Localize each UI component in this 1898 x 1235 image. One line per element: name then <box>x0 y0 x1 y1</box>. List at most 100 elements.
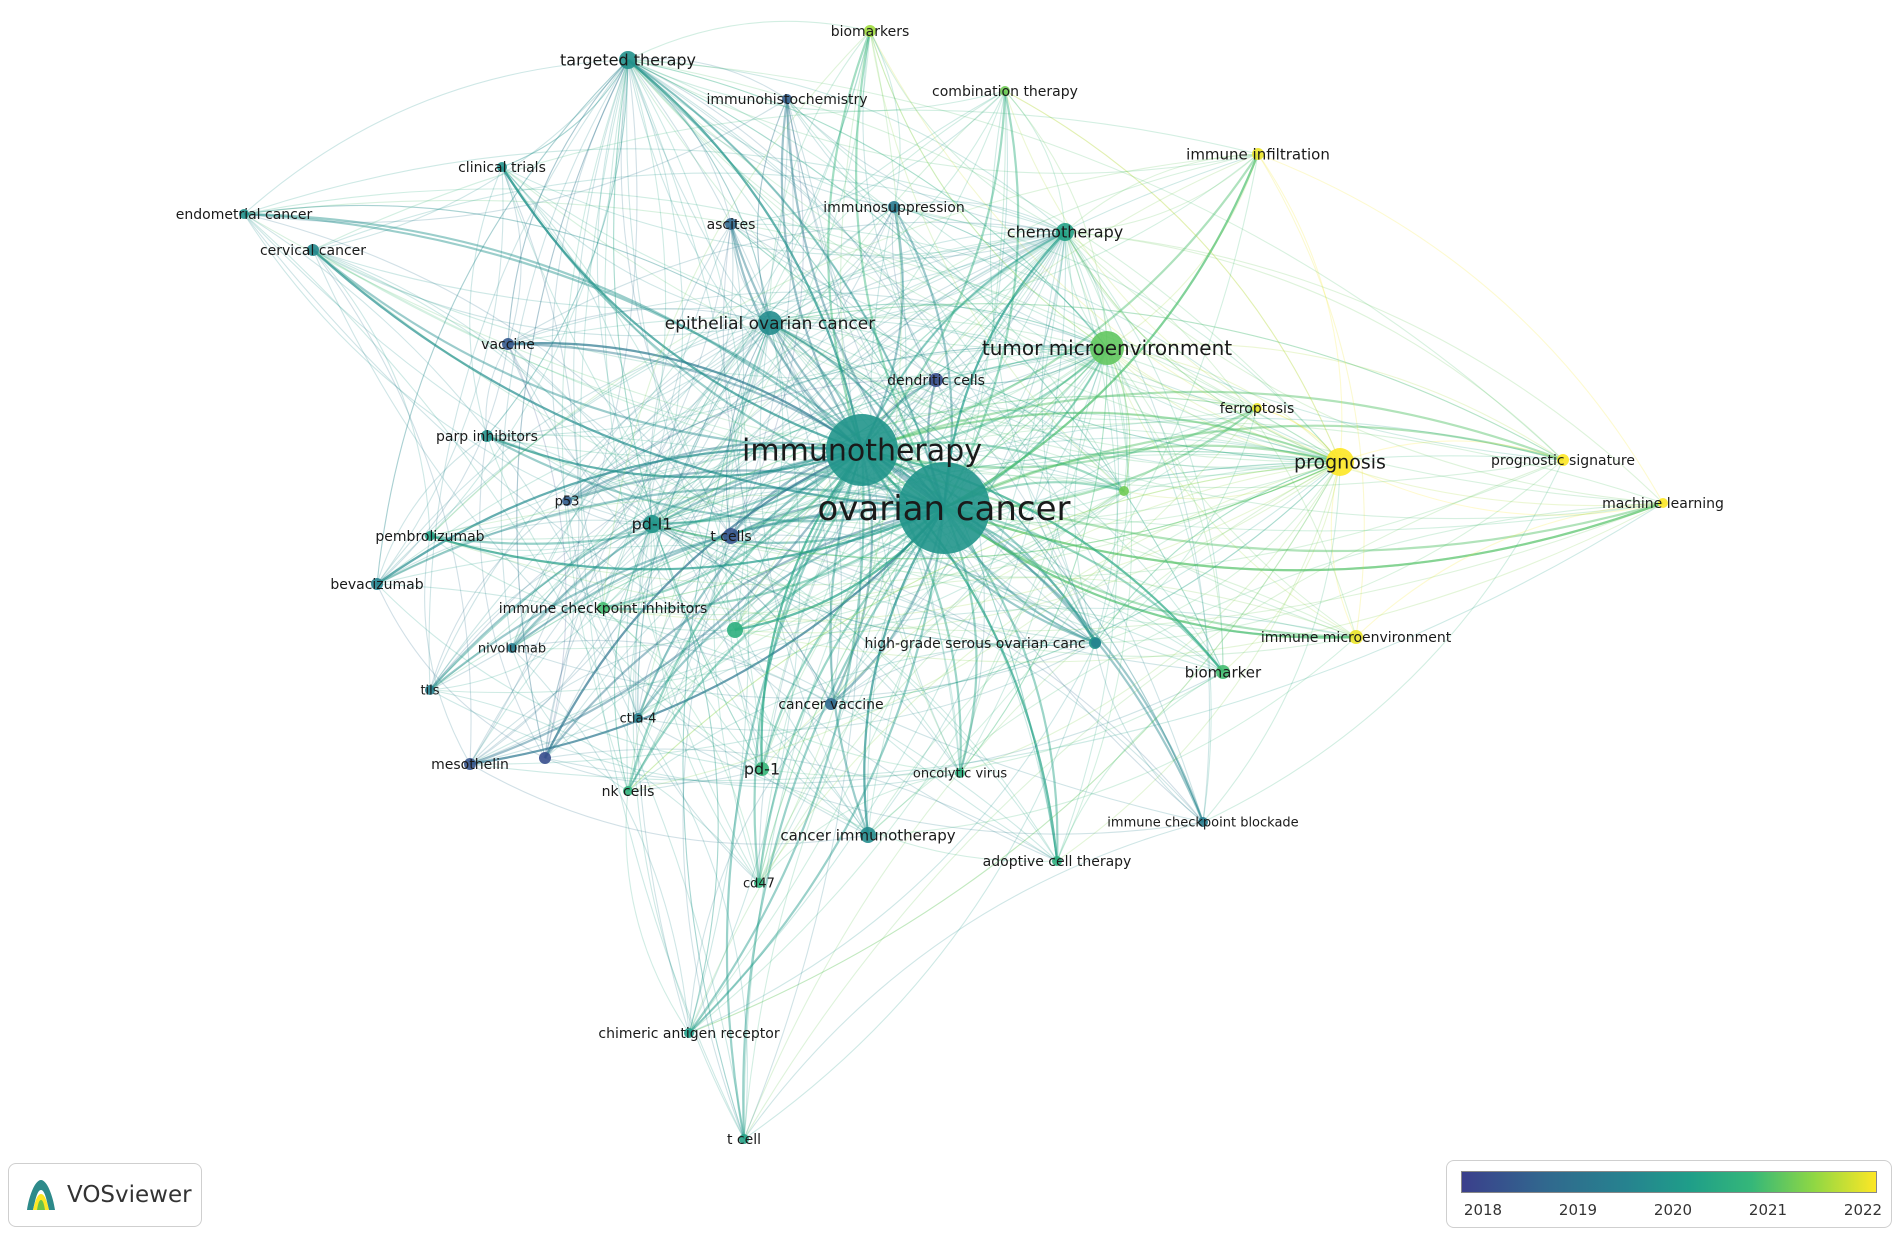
node-label-nivolumab[interactable]: nivolumab <box>478 642 546 657</box>
node-t-cells[interactable] <box>723 528 739 544</box>
node-label-immunosuppression[interactable]: immunosuppression <box>823 200 964 216</box>
node-label-targeted-therapy[interactable]: targeted therapy <box>560 51 696 70</box>
node-label-t-cells[interactable]: t cells <box>710 529 751 545</box>
node-machine-learning[interactable] <box>1658 498 1668 508</box>
node-label-pd-1[interactable]: pd-1 <box>744 760 780 779</box>
node-unlabeled-1[interactable] <box>727 622 743 638</box>
node-label-pd-l1[interactable]: pd-l1 <box>632 515 673 534</box>
node-immune-infiltration[interactable] <box>1252 148 1264 160</box>
node-adoptive-cell-therapy[interactable] <box>1052 856 1062 866</box>
node-unlabeled-3[interactable] <box>1119 486 1129 496</box>
node-ferroptosis[interactable] <box>1252 403 1262 413</box>
node-label-prognostic-signature[interactable]: prognostic signature <box>1491 453 1635 469</box>
node-pd-1[interactable] <box>755 762 769 776</box>
node-tils[interactable] <box>425 685 435 695</box>
node-label-clinical-trials[interactable]: clinical trials <box>458 160 546 176</box>
node-t-cell[interactable] <box>739 1134 749 1144</box>
node-label-immunohistochemistry[interactable]: immunohistochemistry <box>706 92 867 108</box>
node-label-oncolytic-virus[interactable]: oncolytic virus <box>913 767 1007 782</box>
node-bevacizumab[interactable] <box>371 578 383 590</box>
node-label-combination-therapy[interactable]: combination therapy <box>932 84 1078 100</box>
node-combination-therapy[interactable] <box>1000 86 1010 96</box>
node-parp-inhibitors[interactable] <box>481 430 493 442</box>
node-label-pembrolizumab[interactable]: pembrolizumab <box>375 529 484 545</box>
network-edge <box>312 249 1108 380</box>
node-label-endometrial-cancer[interactable]: endometrial cancer <box>176 207 313 223</box>
node-label-ferroptosis[interactable]: ferroptosis <box>1220 401 1294 417</box>
node-immune-checkpoint-blockade[interactable] <box>1198 817 1208 827</box>
node-pembrolizumab[interactable] <box>425 531 435 541</box>
node-label-immune-checkpoint-blockade[interactable]: immune checkpoint blockade <box>1107 816 1298 831</box>
node-ctla-4[interactable] <box>633 713 643 723</box>
node-label-nk-cells[interactable]: nk cells <box>602 784 655 800</box>
node-label-immune-microenvironment[interactable]: immune microenvironment <box>1261 630 1452 646</box>
network-edge <box>943 501 1664 572</box>
node-mesothelin[interactable] <box>464 758 476 770</box>
node-unlabeled-4[interactable] <box>1091 638 1101 648</box>
node-label-biomarker[interactable]: biomarker <box>1185 663 1262 681</box>
node-dendritic-cells[interactable] <box>929 373 943 387</box>
node-tumor-microenvironment[interactable] <box>1090 331 1124 365</box>
node-immune-checkpoint-inhibitors[interactable] <box>597 602 609 614</box>
node-biomarker[interactable] <box>1216 665 1230 679</box>
node-label-vaccine[interactable]: vaccine <box>481 337 535 353</box>
node-immunohistochemistry[interactable] <box>782 94 792 104</box>
node-ovarian-cancer[interactable] <box>898 462 990 554</box>
node-chemotherapy[interactable] <box>1056 223 1074 241</box>
node-label-ctla-4[interactable]: ctla-4 <box>620 712 657 727</box>
node-epithelial-ovarian-cancer[interactable] <box>758 311 782 335</box>
node-label-chemotherapy[interactable]: chemotherapy <box>1007 223 1123 242</box>
node-label-prognosis[interactable]: prognosis <box>1294 452 1386 474</box>
node-label-cancer-vaccine[interactable]: cancer vaccine <box>778 697 883 713</box>
node-prognostic-signature[interactable] <box>1557 454 1569 466</box>
node-label-epithelial-ovarian-cancer[interactable]: epithelial ovarian cancer <box>665 314 875 334</box>
node-clinical-trials[interactable] <box>497 162 507 172</box>
node-label-immunotherapy[interactable]: immunotherapy <box>742 434 982 469</box>
network-edge <box>486 59 629 437</box>
node-label-tumor-microenvironment[interactable]: tumor microenvironment <box>982 336 1232 360</box>
node-label-parp-inhibitors[interactable]: parp inhibitors <box>436 429 538 445</box>
network-edge <box>730 223 1097 644</box>
node-vaccine[interactable] <box>502 338 514 350</box>
node-nk-cells[interactable] <box>623 786 633 796</box>
node-label-high-grade-serous[interactable]: high-grade serous ovarian canc <box>864 636 1085 652</box>
node-label-chimeric-antigen-receptor[interactable]: chimeric antigen receptor <box>598 1026 779 1042</box>
node-p53[interactable] <box>562 496 572 506</box>
node-immunotherapy[interactable] <box>826 414 898 486</box>
node-label-dendritic-cells[interactable]: dendritic cells <box>887 373 985 389</box>
node-immune-microenvironment[interactable] <box>1349 630 1363 644</box>
node-unlabeled-2[interactable] <box>539 752 551 764</box>
node-label-mesothelin[interactable]: mesothelin <box>431 757 509 773</box>
node-biomarkers[interactable] <box>864 25 876 37</box>
node-cancer-immunotherapy[interactable] <box>860 827 876 843</box>
node-label-immune-infiltration[interactable]: immune infiltration <box>1186 145 1330 163</box>
node-label-immune-checkpoint-inhibitors[interactable]: immune checkpoint inhibitors <box>499 601 708 617</box>
node-ascites[interactable] <box>725 218 737 230</box>
node-prognosis[interactable] <box>1326 448 1354 476</box>
node-label-cancer-immunotherapy[interactable]: cancer immunotherapy <box>780 826 955 844</box>
node-label-ascites[interactable]: ascites <box>707 217 756 233</box>
node-label-cervical-cancer[interactable]: cervical cancer <box>260 243 366 259</box>
node-label-ovarian-cancer[interactable]: ovarian cancer <box>817 489 1070 529</box>
node-label-adoptive-cell-therapy[interactable]: adoptive cell therapy <box>983 854 1132 870</box>
vosviewer-logo[interactable]: VOSviewer <box>8 1163 202 1227</box>
node-label-bevacizumab[interactable]: bevacizumab <box>330 577 423 593</box>
node-label-p53[interactable]: p53 <box>555 495 580 510</box>
node-cervical-cancer[interactable] <box>307 244 319 256</box>
node-cancer-vaccine[interactable] <box>825 698 837 710</box>
node-label-cd47[interactable]: cd47 <box>743 877 775 892</box>
node-oncolytic-virus[interactable] <box>955 768 965 778</box>
node-label-biomarkers[interactable]: biomarkers <box>831 24 910 40</box>
node-label-t-cell[interactable]: t cell <box>727 1132 761 1148</box>
node-endometrial-cancer[interactable] <box>239 209 249 219</box>
node-pd-l1[interactable] <box>643 515 661 533</box>
node-nivolumab[interactable] <box>507 643 517 653</box>
node-label-machine-learning[interactable]: machine learning <box>1602 496 1724 512</box>
node-targeted-therapy[interactable] <box>619 51 637 69</box>
node-chimeric-antigen-receptor[interactable] <box>684 1028 694 1038</box>
node-immunosuppression[interactable] <box>888 201 900 213</box>
node-label-tils[interactable]: tils <box>420 684 439 699</box>
node-cd47[interactable] <box>754 878 764 888</box>
